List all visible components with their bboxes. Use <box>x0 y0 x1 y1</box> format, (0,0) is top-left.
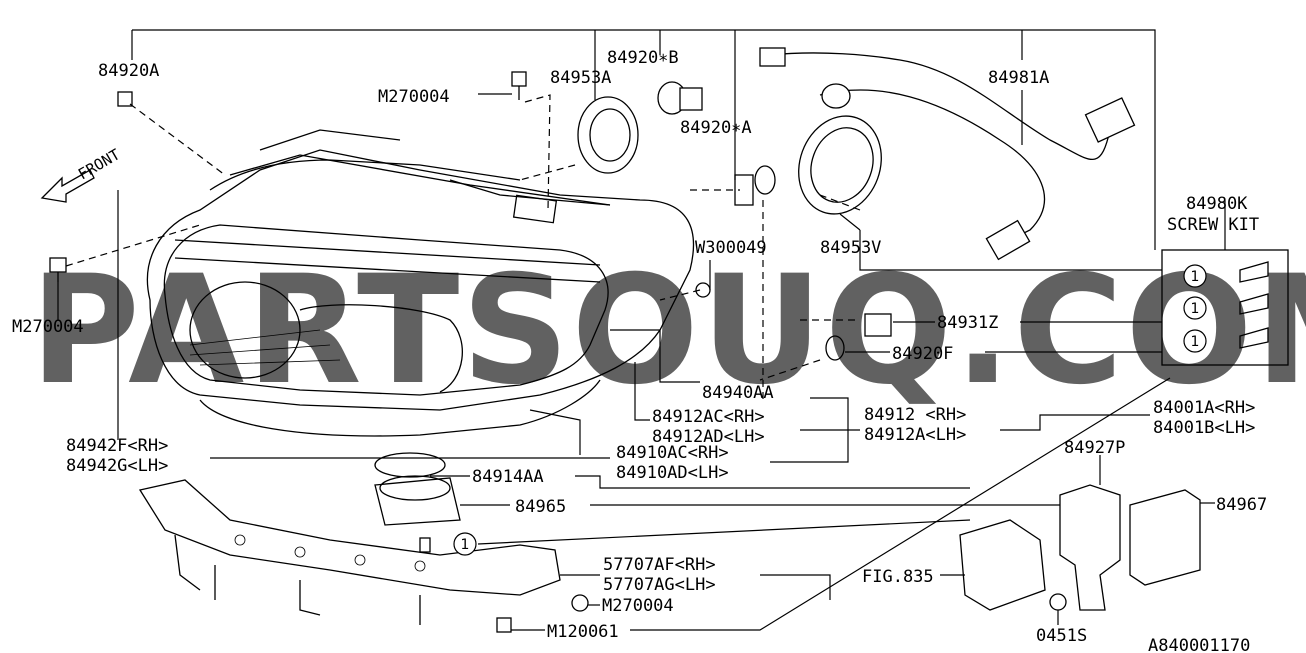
callout-1: 1 <box>1183 296 1207 320</box>
label-84920b[interactable]: 84920∗B <box>607 48 679 68</box>
label-84912ac-rh[interactable]: 84912AC<RH> <box>652 407 765 427</box>
label-84920f[interactable]: 84920F <box>892 344 953 364</box>
label-84920-a[interactable]: 84920∗A <box>680 118 752 138</box>
label-0451s[interactable]: 0451S <box>1036 626 1087 646</box>
label-84914aa[interactable]: 84914AA <box>472 467 544 487</box>
socket-84931z[interactable] <box>864 313 892 337</box>
svg-text:1: 1 <box>1191 334 1200 350</box>
screw-icon[interactable] <box>511 71 527 100</box>
control-module[interactable] <box>959 519 1046 611</box>
diagram-id: A840001170 <box>1148 636 1250 653</box>
label-m120061[interactable]: M120061 <box>547 622 619 642</box>
headlight-bracket[interactable] <box>138 479 561 625</box>
screw-icon[interactable] <box>1239 261 1269 283</box>
label-84981a[interactable]: 84981A <box>988 68 1049 88</box>
label-84910ad-lh[interactable]: 84910AD<LH> <box>616 463 729 483</box>
label-84910ac-rh[interactable]: 84910AC<RH> <box>616 443 729 463</box>
screw-icon[interactable] <box>1239 327 1269 349</box>
dust-cover-84953v[interactable] <box>785 104 894 225</box>
callout-1: 1 <box>1183 329 1207 353</box>
label-84931z[interactable]: 84931Z <box>937 313 998 333</box>
label-m270004-bottom[interactable]: M270004 <box>602 596 674 616</box>
label-84001a-rh[interactable]: 84001A<RH> <box>1153 398 1255 418</box>
label-84980k[interactable]: 84980K <box>1186 194 1248 214</box>
label-84940aa[interactable]: 84940AA <box>702 383 774 403</box>
label-84920a[interactable]: 84920A <box>98 61 159 81</box>
front-arrow-icon: FRONT <box>40 145 123 203</box>
relay-84967[interactable] <box>1129 489 1201 586</box>
wire-harness[interactable] <box>759 47 1136 261</box>
label-84912ad-lh[interactable]: 84912AD<LH> <box>652 427 765 447</box>
bulb-84920a[interactable] <box>734 165 776 206</box>
label-84967[interactable]: 84967 <box>1216 495 1267 515</box>
label-screw-kit: SCREW KIT <box>1167 215 1259 235</box>
headlight-assembly[interactable] <box>146 129 695 437</box>
label-84953v[interactable]: 84953V <box>820 238 881 258</box>
svg-text:1: 1 <box>1191 269 1200 285</box>
screw-icon[interactable] <box>571 594 589 612</box>
label-84942f-rh[interactable]: 84942F<RH> <box>66 436 168 456</box>
label-m270004-top[interactable]: M270004 <box>378 87 450 107</box>
label-fig835[interactable]: FIG.835 <box>862 567 934 587</box>
screw-icon[interactable] <box>419 537 431 553</box>
label-57707ag-lh[interactable]: 57707AG<LH> <box>603 575 716 595</box>
part-labels: 84920A M270004 84953A 84920∗B 84920∗A 84… <box>12 48 1267 653</box>
label-84953a[interactable]: 84953A <box>550 68 611 88</box>
bulb-84920b[interactable] <box>657 81 703 115</box>
label-84965[interactable]: 84965 <box>515 497 566 517</box>
svg-text:1: 1 <box>461 537 470 553</box>
bulb-84920f[interactable] <box>825 335 845 361</box>
leader-lines <box>57 29 1226 631</box>
screw-icon[interactable] <box>1049 593 1067 611</box>
label-57707af-rh[interactable]: 57707AF<RH> <box>603 555 716 575</box>
label-84912a-lh[interactable]: 84912A<LH> <box>864 425 966 445</box>
callout-1: 1 <box>1183 264 1207 288</box>
label-84912-rh[interactable]: 84912 <RH> <box>864 405 966 425</box>
svg-text:1: 1 <box>1191 301 1200 317</box>
bulb-84920a-small[interactable] <box>117 91 133 107</box>
callout-1: 1 <box>453 532 477 556</box>
screw-icon[interactable] <box>49 257 67 282</box>
label-w300049[interactable]: W300049 <box>695 238 767 258</box>
watermark: PARTSOUQ.COM <box>30 244 1306 418</box>
hid-ballast[interactable] <box>374 452 461 526</box>
dust-cover-84953a[interactable] <box>577 96 639 174</box>
label-84001b-lh[interactable]: 84001B<LH> <box>1153 418 1255 438</box>
screw-icon[interactable] <box>1239 293 1269 315</box>
label-84927p[interactable]: 84927P <box>1064 438 1125 458</box>
dashed-leaders <box>65 94 861 400</box>
bracket-84927p[interactable] <box>1059 484 1121 611</box>
label-84942g-lh[interactable]: 84942G<LH> <box>66 456 168 476</box>
front-label: FRONT <box>75 145 123 183</box>
label-m270004-left[interactable]: M270004 <box>12 317 84 337</box>
screw-icon[interactable] <box>496 617 512 633</box>
